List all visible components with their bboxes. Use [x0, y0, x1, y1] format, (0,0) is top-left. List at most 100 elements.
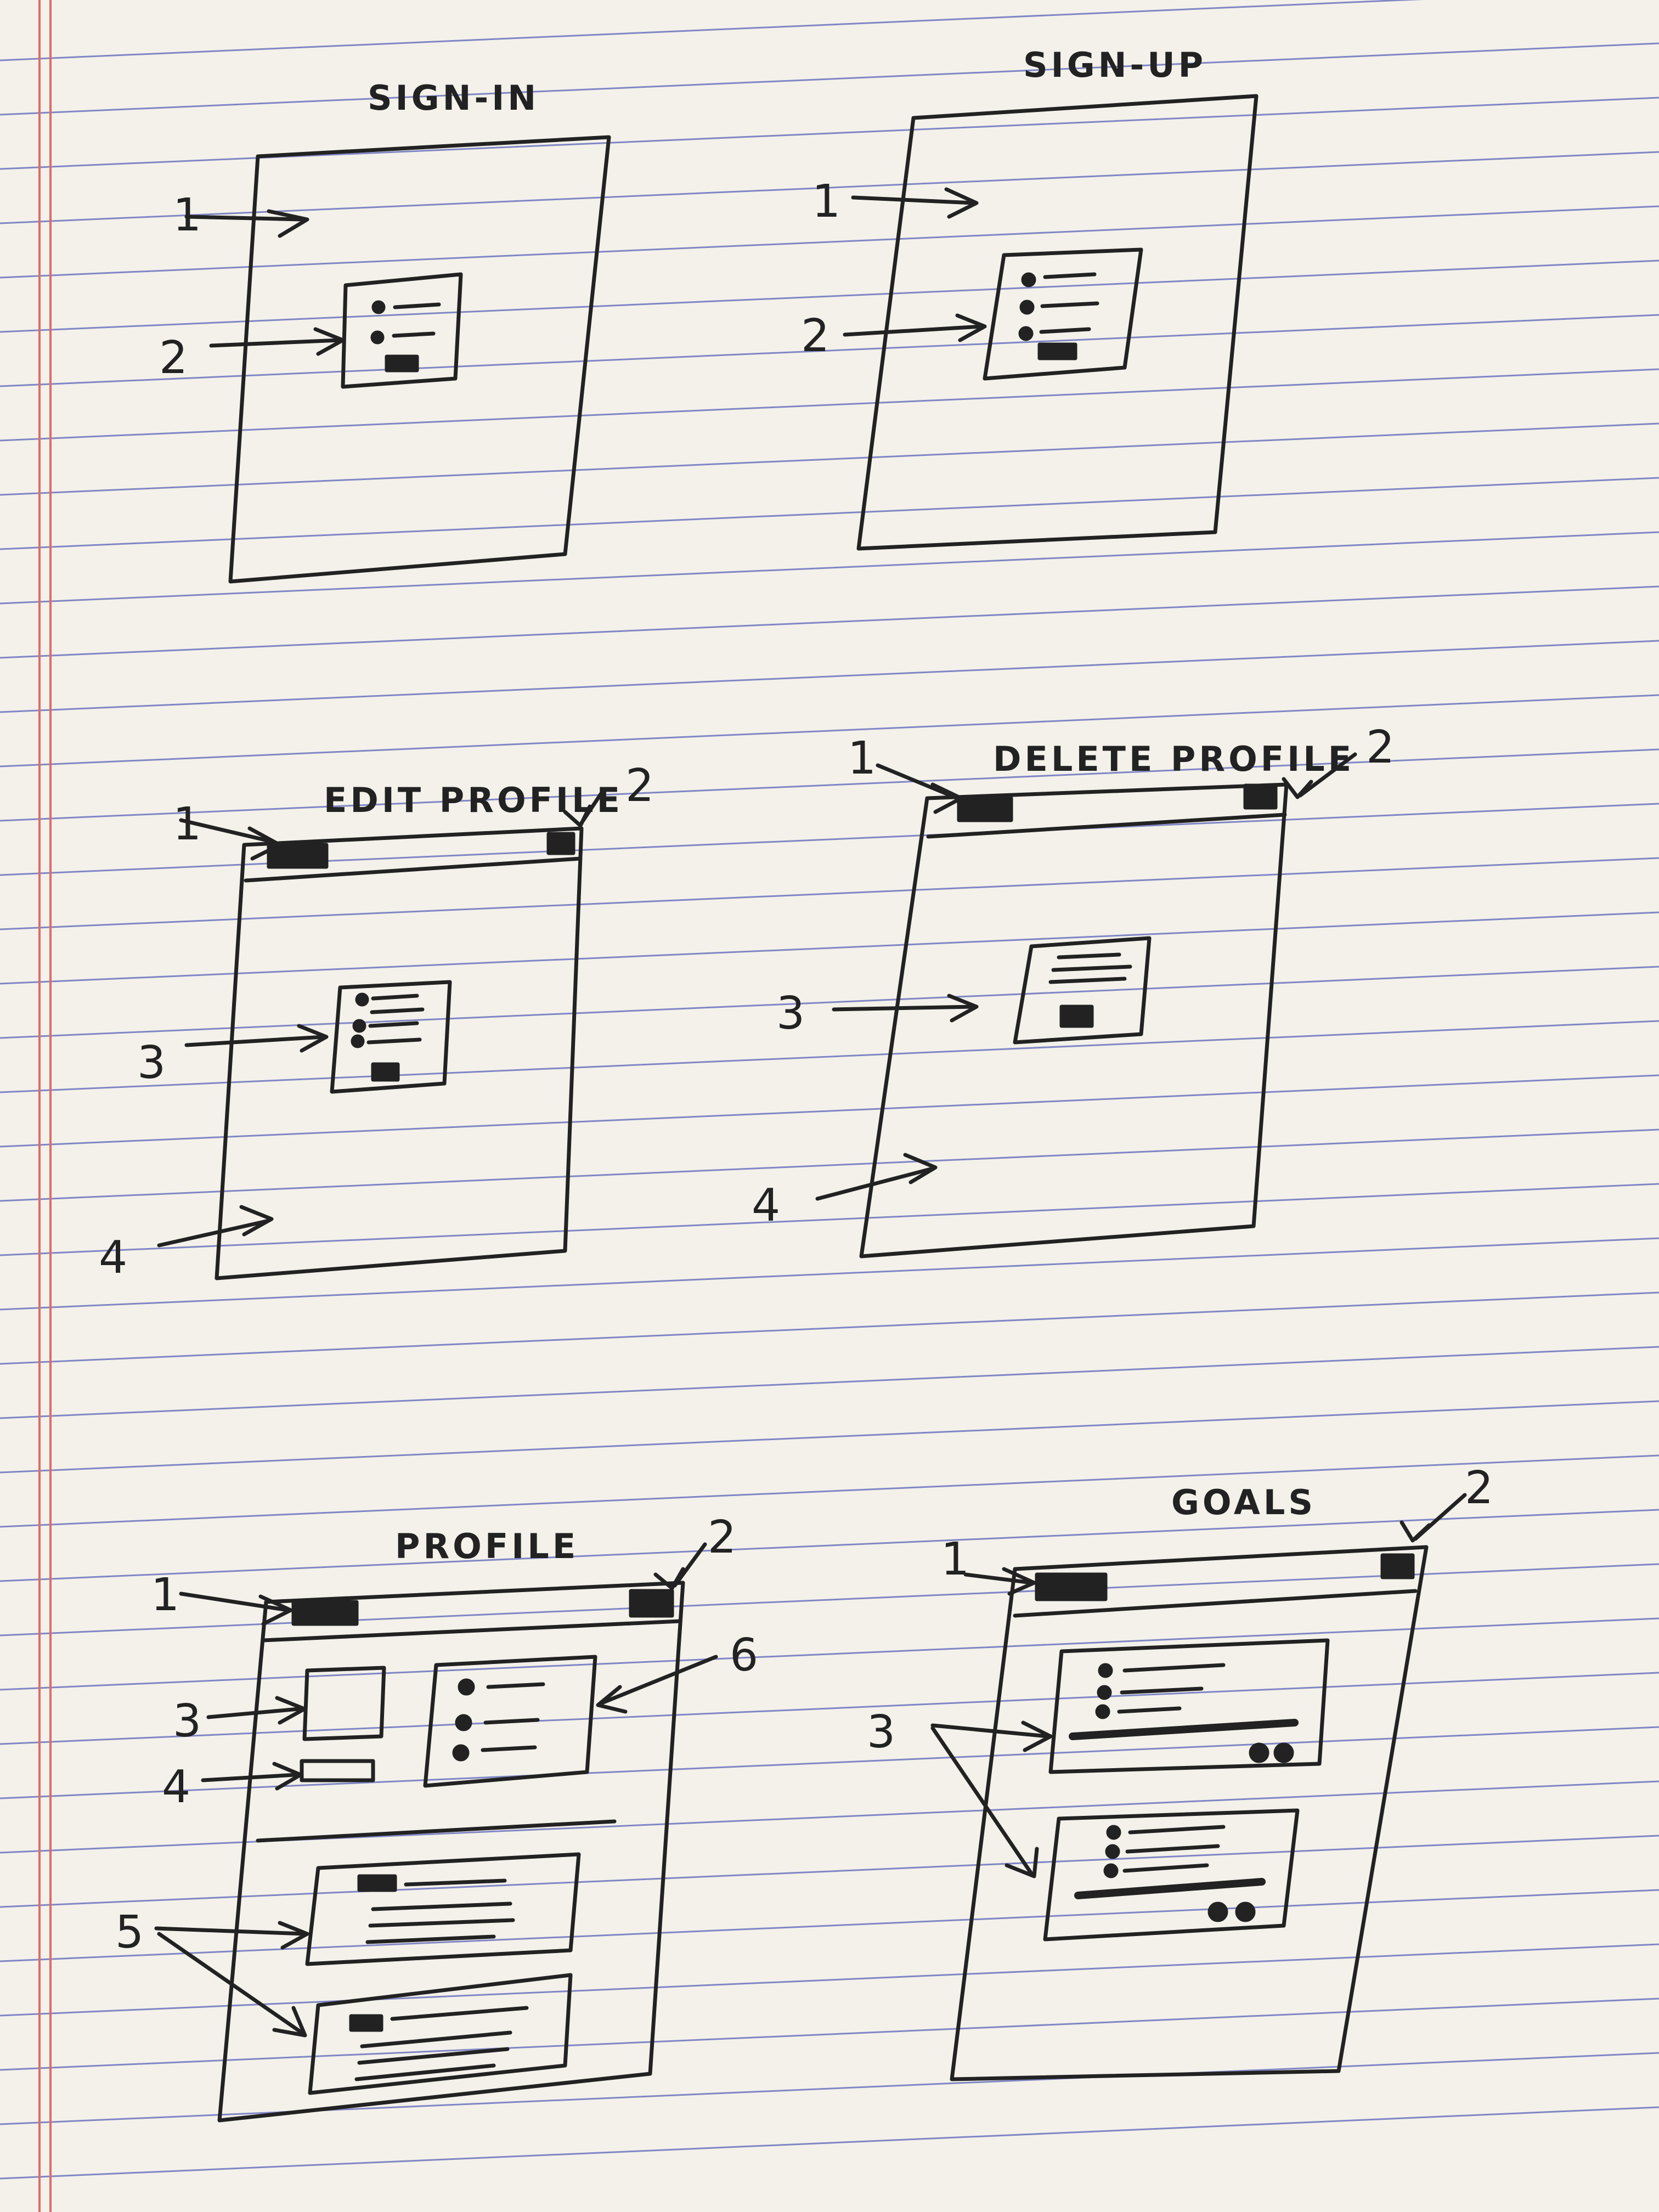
arrow-2	[1282, 752, 1357, 799]
stats-card	[423, 1655, 597, 1788]
screen-title-profile: PROFILE	[395, 1526, 579, 1566]
callout-label: 2	[708, 1511, 736, 1564]
phone-frame	[217, 1581, 685, 2123]
form-bullet	[1019, 300, 1035, 315]
goal-line	[1128, 1825, 1226, 1835]
arrow-2	[653, 1542, 707, 1590]
ruled-line	[0, 42, 1659, 116]
arrow-2	[563, 788, 606, 828]
post-card	[308, 1973, 573, 2095]
header-bar-line	[261, 1619, 682, 1643]
stats-bullet	[452, 1744, 470, 1762]
form-line	[1040, 301, 1099, 308]
ruled-line	[0, 0, 1423, 61]
form-bullet	[1018, 326, 1034, 341]
form-line	[371, 994, 419, 1001]
goal-line	[1120, 1686, 1204, 1695]
ruled-line	[0, 1183, 1659, 1256]
callout-label: 1	[848, 732, 876, 785]
screen-sign-up	[843, 94, 1259, 551]
stats-bullet	[455, 1714, 472, 1731]
menu-button-block	[1380, 1553, 1415, 1579]
ruled-line	[0, 1943, 1659, 2017]
ruled-line	[0, 1454, 1659, 1528]
ruled-line	[0, 1020, 1659, 1093]
post-card	[305, 1852, 581, 1966]
callout-label: 4	[99, 1232, 127, 1284]
action-dot	[1249, 1742, 1269, 1763]
arrow-1	[179, 1592, 293, 1626]
ruled-line	[0, 1291, 1659, 1365]
ruled-line	[0, 640, 1659, 713]
arrow-1	[963, 1567, 1036, 1596]
post-text-line	[404, 1878, 507, 1887]
delete-button-block	[1059, 1005, 1094, 1028]
action-dot	[1273, 1742, 1294, 1763]
screen-title-sign-in: SIGN-IN	[368, 78, 539, 118]
arrow-5a	[154, 1921, 309, 1950]
post-text-line	[357, 2047, 510, 2065]
goal-bullet	[1106, 1825, 1121, 1840]
goal-line	[1117, 1706, 1182, 1714]
form-line	[368, 1021, 419, 1028]
callout-label: 2	[159, 332, 188, 384]
arrow-3	[184, 1024, 329, 1053]
action-dot	[1207, 1901, 1228, 1922]
post-avatar-block	[357, 1874, 397, 1892]
header-bar-line	[244, 856, 583, 883]
back-button-block	[1035, 1572, 1108, 1601]
phone-frame	[215, 826, 584, 1280]
confirm-text-line	[1051, 964, 1132, 972]
form-line	[1043, 272, 1097, 279]
form-line	[366, 1037, 422, 1045]
phone-frame	[859, 782, 1289, 1259]
form-bullet	[355, 992, 369, 1007]
arrow-3a	[930, 1720, 1053, 1752]
goal-bullet	[1105, 1844, 1120, 1859]
confirm-text-line	[1048, 977, 1127, 984]
goal-bullet	[1103, 1863, 1119, 1878]
screen-goals	[930, 1493, 1467, 2081]
screen-delete-profile	[815, 752, 1357, 1259]
menu-button-block	[1243, 783, 1278, 810]
arrow-1	[184, 209, 309, 238]
post-text-line	[354, 2063, 496, 2081]
ruled-line	[0, 1346, 1659, 1419]
ruled-line	[0, 1997, 1659, 2071]
ruled-line	[0, 422, 1659, 496]
ruled-line	[0, 1237, 1659, 1311]
progress-bar	[1074, 1878, 1266, 1899]
goal-line	[1125, 1844, 1220, 1854]
submit-button-block	[371, 1062, 400, 1082]
form-bullet	[352, 1019, 366, 1033]
goal-line	[1122, 1863, 1209, 1873]
ruled-line	[0, 1617, 1659, 1691]
ruled-line	[0, 531, 1659, 605]
ruled-line	[0, 1726, 1659, 1799]
avatar-box	[302, 1666, 386, 1741]
callout-label: 1	[941, 1533, 969, 1585]
form-bullet	[351, 1034, 365, 1048]
screen-profile	[154, 1542, 718, 2123]
post-text-line	[390, 2006, 529, 2021]
confirm-text-line	[1057, 952, 1121, 960]
screen-title-goals: GOALS	[1171, 1482, 1316, 1522]
arrow-2	[209, 327, 345, 356]
callout-label: 2	[1465, 1462, 1493, 1514]
ruled-line	[0, 911, 1659, 985]
callout-label: 2	[625, 760, 654, 812]
arrow-3	[832, 994, 979, 1023]
stats-line	[481, 1745, 537, 1752]
header-bar-line	[1013, 1589, 1418, 1618]
screen-sign-in	[184, 135, 611, 584]
post-text-line	[371, 1901, 512, 1911]
name-field-box	[300, 1759, 375, 1782]
screen-title-edit-profile: EDIT PROFILE	[324, 780, 623, 820]
ruled-line	[0, 694, 1659, 768]
arrow-4	[201, 1762, 303, 1791]
form-line	[1039, 327, 1091, 334]
form-bullet	[1021, 272, 1036, 287]
callout-label: 4	[162, 1761, 190, 1813]
